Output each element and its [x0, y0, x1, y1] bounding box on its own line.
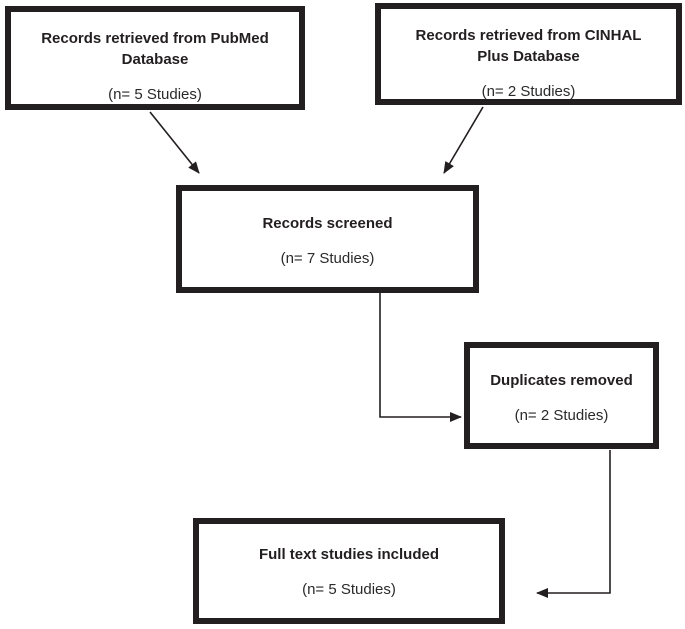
- node-cinhal-count: (n= 2 Studies): [481, 83, 576, 100]
- node-screened-box: Records screened (n= 7 Studies): [176, 185, 479, 293]
- node-fulltext-count: (n= 5 Studies): [302, 581, 396, 598]
- node-pubmed-title: Records retrieved from PubMed Database: [41, 30, 269, 68]
- node-duplicates-box: Duplicates removed (n= 2 Studies): [464, 342, 659, 449]
- node-fulltext-box: Full text studies included (n= 5 Studies…: [193, 518, 505, 624]
- node-cinhal-box: Records retrieved from CINHAL Plus Datab…: [375, 3, 682, 105]
- arrow-pubmed-to-screened: [149, 111, 200, 174]
- node-duplicates-title: Duplicates removed: [490, 372, 633, 389]
- arrow-duplicates-to-fulltext: [536, 450, 611, 598]
- arrow-cinhal-to-screened: [443, 106, 484, 174]
- node-screened-title: Records screened: [262, 215, 393, 232]
- node-duplicates-count: (n= 2 Studies): [514, 407, 609, 424]
- node-screened-count: (n= 7 Studies): [280, 250, 375, 267]
- node-fulltext-title: Full text studies included: [258, 546, 440, 563]
- node-pubmed-count: (n= 5 Studies): [108, 86, 202, 103]
- arrow-screened-to-duplicates: [379, 293, 462, 422]
- node-pubmed-box: Records retrieved from PubMed Database (…: [5, 6, 305, 110]
- node-cinhal-title: Records retrieved from CINHAL Plus Datab…: [415, 27, 642, 65]
